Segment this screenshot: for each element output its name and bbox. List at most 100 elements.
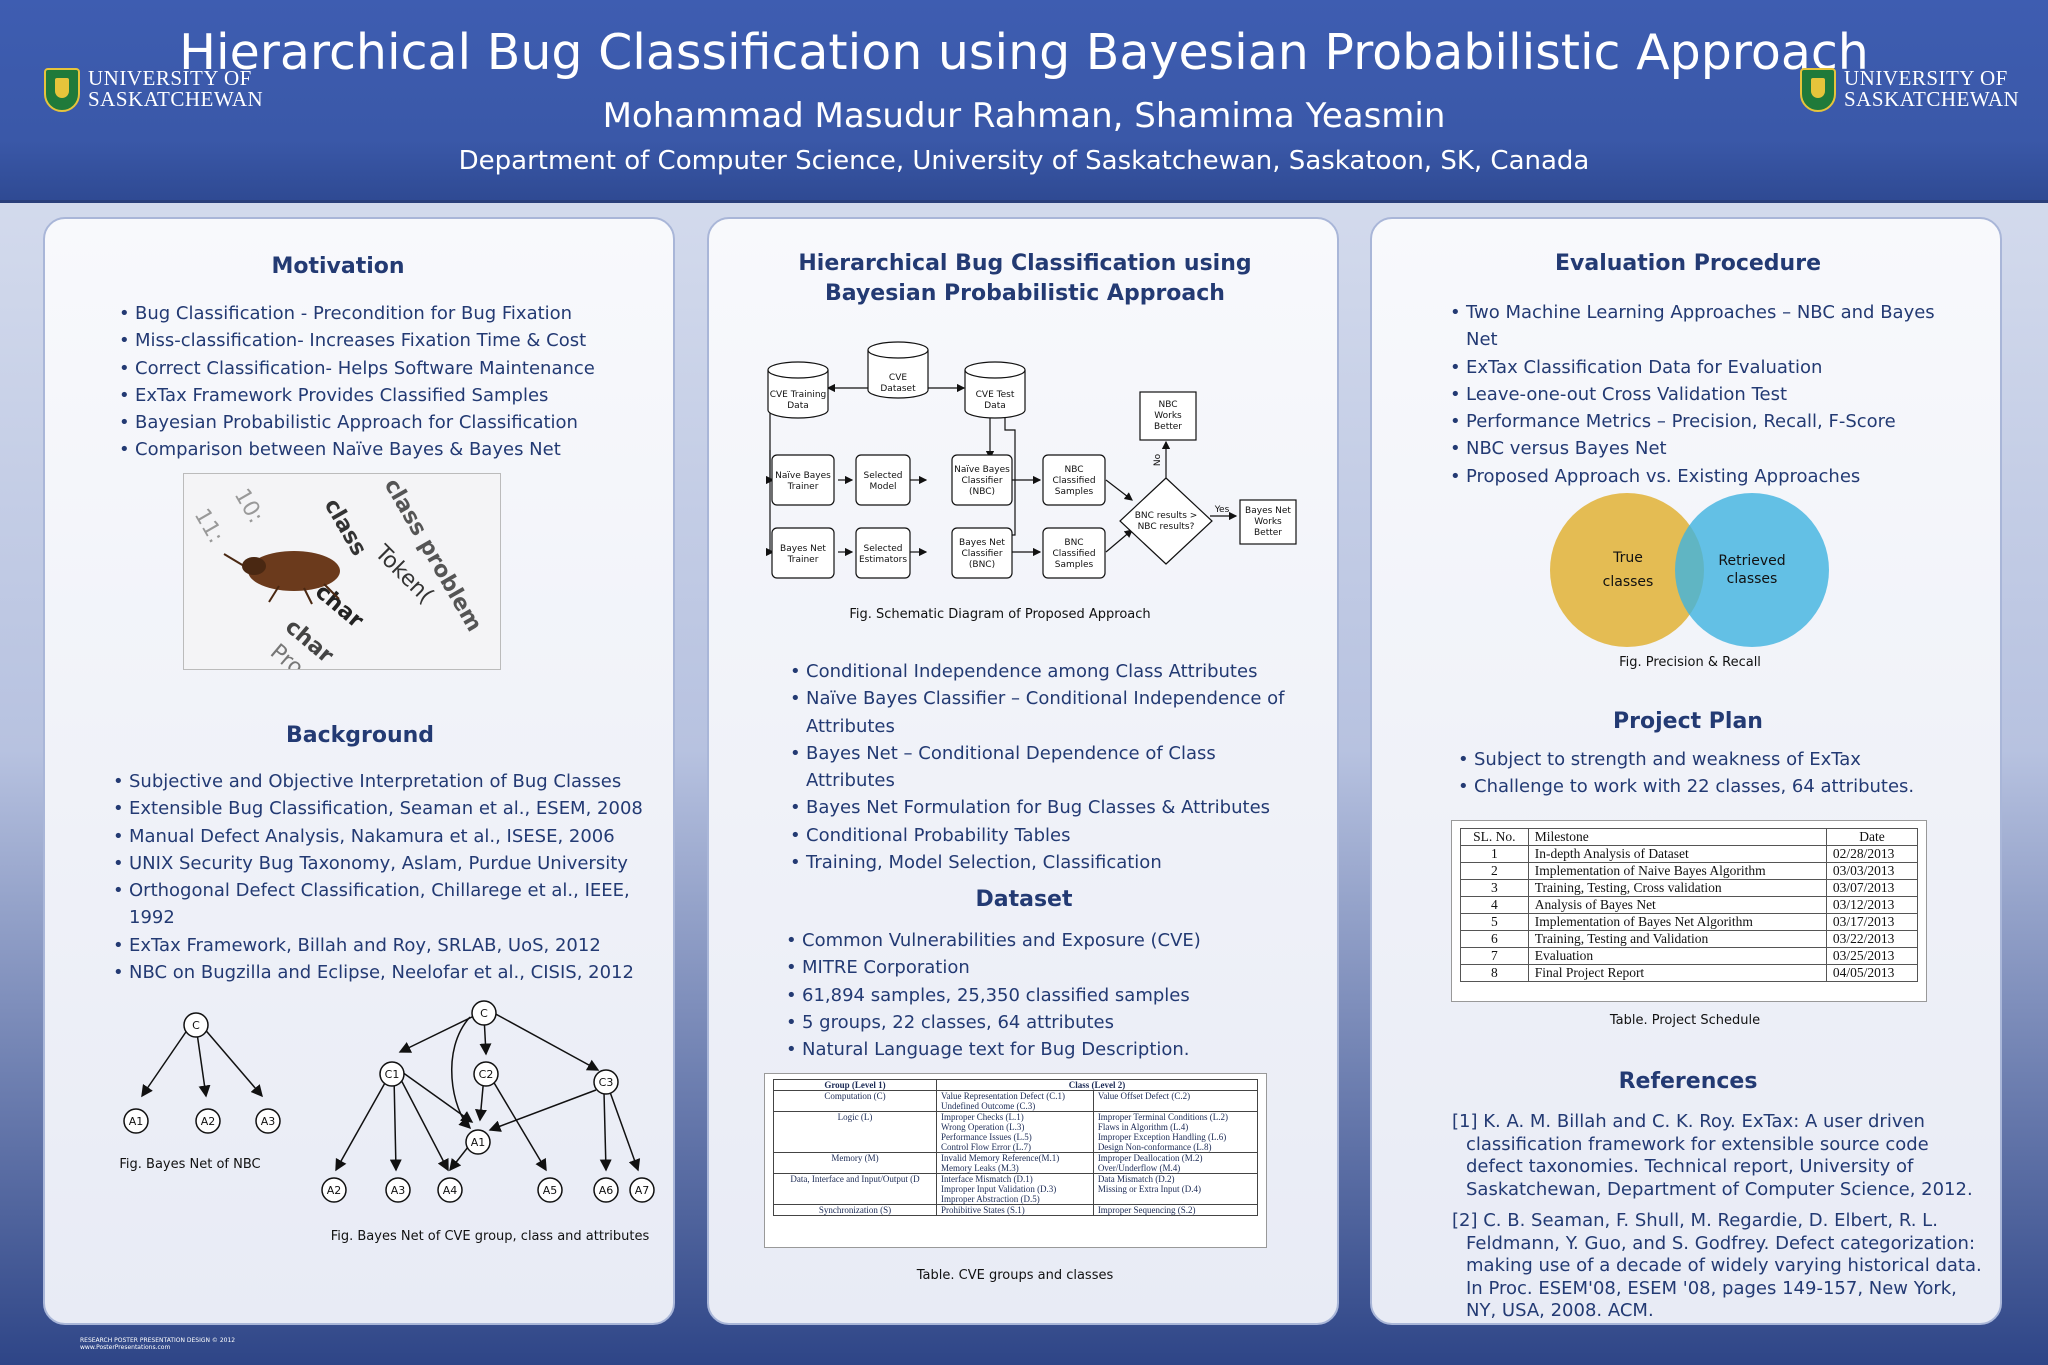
crest-icon: [1800, 68, 1836, 112]
list-item: Correct Classification- Helps Software M…: [119, 355, 599, 383]
bn-trainer-node: [771, 527, 835, 579]
node-c3: [593, 1069, 619, 1095]
logo-line2: SASKATCHEWAN: [1844, 87, 2020, 111]
bnc-samples-node: [1042, 527, 1106, 579]
footer-link[interactable]: www.PosterPresentations.com: [80, 1344, 171, 1351]
bug-photo: 11: 10: class class problem Token( char …: [183, 473, 501, 670]
approach-list: Conditional Independence among Class Att…: [790, 658, 1300, 877]
background-heading: Background: [285, 723, 435, 748]
table-row: Memory (M) Invalid Memory Reference(M.1)…: [773, 1152, 1259, 1174]
node-label: C2: [479, 1068, 494, 1081]
node-c: [183, 1012, 209, 1038]
plan-heading: Project Plan: [1613, 709, 1763, 734]
table-header: Date: [1825, 828, 1919, 846]
list-item: Challenge to work with 22 classes, 64 at…: [1458, 773, 1978, 801]
table-row: Synchronization (S) Prohibitive States (…: [773, 1204, 1259, 1216]
cve-dataset-node: [867, 341, 929, 399]
table-header: Class (Level 2): [936, 1079, 1258, 1091]
list-item: Naïve Bayes Classifier – Conditional Ind…: [790, 685, 1300, 740]
list-item: NBC versus Bayes Net: [1450, 435, 1970, 463]
node-a3: [255, 1108, 281, 1134]
list-item: Extensible Bug Classification, Seaman et…: [113, 795, 673, 823]
node-c1: [379, 1061, 405, 1087]
node-a6: [593, 1177, 619, 1203]
list-item: Bayes Net – Conditional Dependence of Cl…: [790, 740, 1300, 795]
node-label: A5: [543, 1184, 558, 1197]
dataset-heading: Dataset: [975, 887, 1073, 912]
list-item: Training, Model Selection, Classificatio…: [790, 849, 1300, 877]
list-item: Bayes Net Formulation for Bug Classes & …: [790, 794, 1300, 822]
svg-text:Yes: Yes: [1214, 505, 1230, 515]
table-row: Data, Interface and Input/Output (D Inte…: [773, 1173, 1259, 1205]
poster-authors: Mohammad Masudur Rahman, Shamima Yeasmin: [602, 96, 1446, 136]
node-label: A7: [635, 1184, 650, 1197]
approach-heading: Hierarchical Bug Classification using Ba…: [798, 251, 1252, 306]
footer: RESEARCH POSTER PRESENTATION DESIGN © 20…: [80, 1337, 235, 1351]
list-item: Subjective and Objective Interpretation …: [113, 768, 673, 796]
plan-table-caption: Table. Project Schedule: [1609, 1013, 1761, 1028]
evaluation-list: Two Machine Learning Approaches – NBC an…: [1450, 299, 1970, 490]
motivation-heading: Motivation: [271, 254, 405, 279]
list-item: ExTax Classification Data for Evaluation: [1450, 354, 1970, 382]
bn-better-node: [1239, 499, 1297, 545]
list-item: Two Machine Learning Approaches – NBC an…: [1450, 299, 1970, 354]
motivation-list: Bug Classification - Precondition for Bu…: [119, 300, 599, 464]
dataset-list: Common Vulnerabilities and Exposure (CVE…: [786, 927, 1306, 1064]
node-label: C1: [385, 1068, 400, 1081]
plan-list: Subject to strength and weakness of ExTa…: [1458, 746, 1978, 801]
selected-model-node: [855, 454, 911, 506]
node-a2: [321, 1177, 347, 1203]
table-header: Milestone: [1527, 828, 1827, 846]
poster-title: Hierarchical Bug Classification using Ba…: [179, 24, 1869, 81]
list-item: Bug Classification - Precondition for Bu…: [119, 300, 599, 328]
node-c: [471, 1000, 497, 1026]
table-row: Logic (L) Improper Checks (L.1)Wrong Ope…: [773, 1111, 1259, 1153]
logo-line2: SASKATCHEWAN: [88, 87, 264, 111]
node-label: A2: [327, 1184, 342, 1197]
node-a2: [195, 1108, 221, 1134]
poster-affiliation: Department of Computer Science, Universi…: [458, 146, 1590, 176]
footer-line1: RESEARCH POSTER PRESENTATION DESIGN © 20…: [80, 1337, 236, 1344]
list-item: Conditional Independence among Class Att…: [790, 658, 1300, 686]
nb-classifier-node: [951, 454, 1013, 506]
venn-true-classes: [1550, 493, 1704, 647]
list-item: Manual Defect Analysis, Nakamura et al.,…: [113, 823, 673, 851]
list-item: Conditional Probability Tables: [790, 822, 1300, 850]
node-a4: [437, 1177, 463, 1203]
logo-line1: UNIVERSITY OF: [88, 66, 252, 90]
node-a1: [123, 1108, 149, 1134]
venn-retrieved-classes: [1675, 493, 1829, 647]
node-label: C: [192, 1019, 200, 1032]
list-item: Proposed Approach vs. Existing Approache…: [1450, 463, 1970, 491]
cve-table: Group (Level 1) Class (Level 2) Computat…: [773, 1079, 1259, 1216]
node-label: A3: [391, 1184, 406, 1197]
list-item: Leave-one-out Cross Validation Test: [1450, 381, 1970, 409]
node-label: A4: [443, 1184, 458, 1197]
nb-trainer-node: [771, 454, 835, 506]
evaluation-heading: Evaluation Procedure: [1555, 251, 1821, 276]
table-header: SL. No.: [1460, 828, 1529, 846]
nbc-samples-node: [1042, 454, 1106, 506]
selected-estimators-node: [855, 527, 911, 579]
node-label: A2: [201, 1115, 216, 1128]
